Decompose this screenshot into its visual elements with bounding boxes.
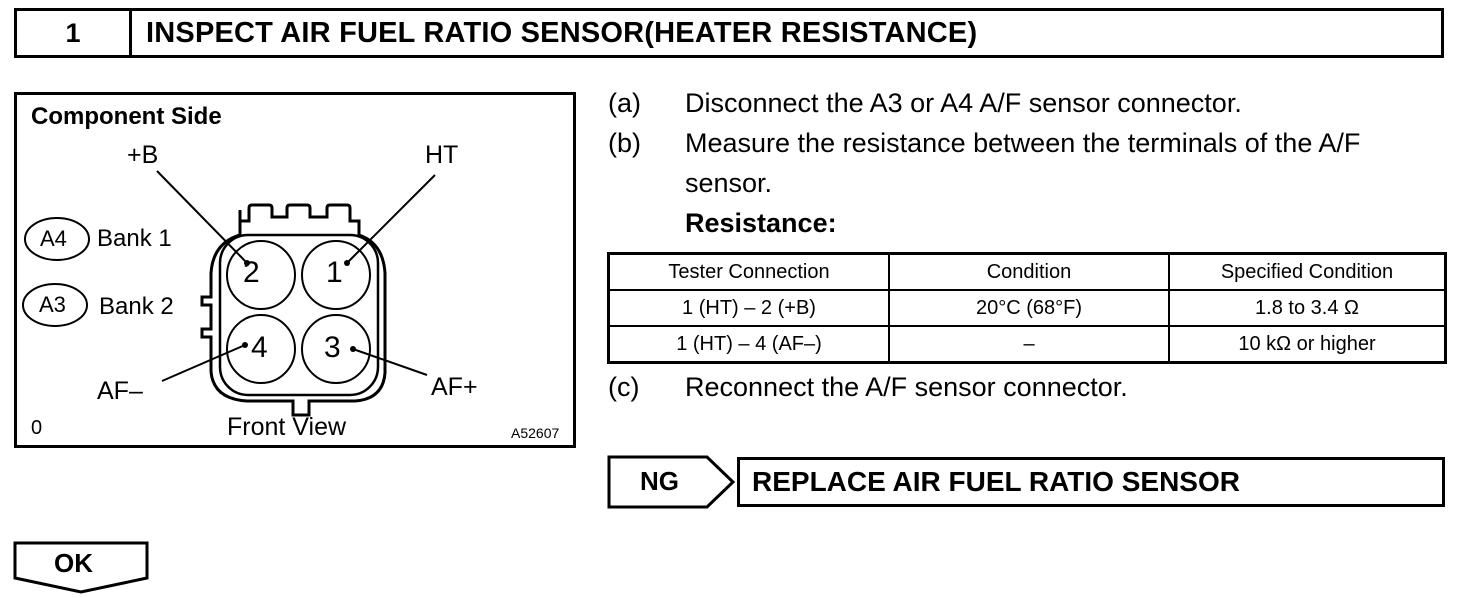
instruction-a-letter: (a): [608, 88, 641, 118]
pin-3-circle: [301, 314, 371, 384]
terminal-label-af-minus: AF–: [97, 377, 143, 405]
diagram-heading: Component Side: [31, 103, 222, 130]
leader-af-plus: [352, 348, 428, 376]
diagram-view-label: Front View: [227, 413, 347, 441]
table-cell: 1.8 to 3.4 Ω: [1168, 289, 1447, 327]
ng-action-box: REPLACE AIR FUEL RATIO SENSOR: [737, 457, 1445, 507]
ng-arrow-tag: [607, 455, 736, 509]
connector-housing-inner: [218, 233, 380, 397]
table-header-tester-connection: Tester Connection: [607, 252, 890, 291]
connector-a4-code: A4: [40, 226, 67, 251]
leader-ht: [346, 174, 436, 264]
connector-diagram: Component Side +B HT 2 1 4 3 A4 Bank 1 A…: [14, 92, 576, 448]
table-row: 1 (HT) – 4 (AF–) – 10 kΩ or higher: [607, 325, 1447, 364]
leader-dot-pin-2: [244, 260, 250, 266]
resistance-label: Resistance:: [685, 208, 837, 238]
pin-2-label: 2: [243, 256, 260, 289]
instruction-b-text-line2: sensor.: [685, 168, 773, 198]
ok-arrow-tag: [13, 541, 149, 594]
diagram-corner-mark: 0: [31, 417, 43, 439]
leader-b-plus: [156, 170, 248, 264]
table-cell: 20°C (68°F): [888, 289, 1170, 327]
pin-4-circle: [226, 314, 296, 384]
table-row: 1 (HT) – 2 (+B) 20°C (68°F) 1.8 to 3.4 Ω: [607, 289, 1447, 327]
table-cell: 10 kΩ or higher: [1168, 325, 1447, 364]
step-header: 1 INSPECT AIR FUEL RATIO SENSOR(HEATER R…: [14, 8, 1444, 58]
table-header-condition: Condition: [888, 252, 1170, 291]
instruction-b-letter: (b): [608, 128, 641, 158]
ng-label: NG: [640, 466, 679, 496]
connector-a3-bank: Bank 2: [99, 293, 174, 320]
ok-label: OK: [54, 548, 93, 578]
connector-a3-oval: [22, 283, 88, 327]
connector-housing-outer: [200, 203, 387, 417]
instruction-c-letter: (c): [608, 372, 640, 402]
table-cell: 1 (HT) – 2 (+B): [607, 289, 890, 327]
diagram-figure-code: A52607: [511, 425, 560, 441]
instruction-b-text-line1: Measure the resistance between the termi…: [685, 128, 1361, 158]
pin-2-circle: [226, 240, 296, 310]
leader-dot-pin-3: [350, 346, 356, 352]
terminal-label-b-plus: +B: [127, 141, 159, 169]
table-cell: 1 (HT) – 4 (AF–): [607, 325, 890, 364]
connector-a3-code: A3: [39, 292, 66, 317]
table-header-specified-condition: Specified Condition: [1168, 252, 1447, 291]
connector-a4-oval: [24, 217, 90, 261]
terminal-label-ht: HT: [425, 141, 459, 169]
instruction-c-text: Reconnect the A/F sensor connector.: [685, 372, 1128, 402]
leader-af-minus: [161, 344, 246, 382]
resistance-spec-table: Tester Connection Condition Specified Co…: [607, 252, 1447, 364]
pin-4-label: 4: [251, 331, 268, 364]
step-title: INSPECT AIR FUEL RATIO SENSOR(HEATER RES…: [146, 16, 978, 49]
table-cell: –: [888, 325, 1170, 364]
pin-3-label: 3: [324, 331, 341, 364]
terminal-label-af-plus: AF+: [431, 373, 478, 401]
pin-1-label: 1: [326, 256, 343, 289]
leader-dot-pin-4: [242, 342, 248, 348]
connector-drawing: [22, 170, 436, 417]
instruction-a-text: Disconnect the A3 or A4 A/F sensor conne…: [685, 88, 1242, 118]
pin-1-circle: [301, 240, 371, 310]
step-number: 1: [17, 11, 132, 55]
leader-dot-pin-1: [344, 260, 350, 266]
connector-a4-bank: Bank 1: [97, 225, 172, 252]
table-header-row: Tester Connection Condition Specified Co…: [607, 252, 1447, 291]
